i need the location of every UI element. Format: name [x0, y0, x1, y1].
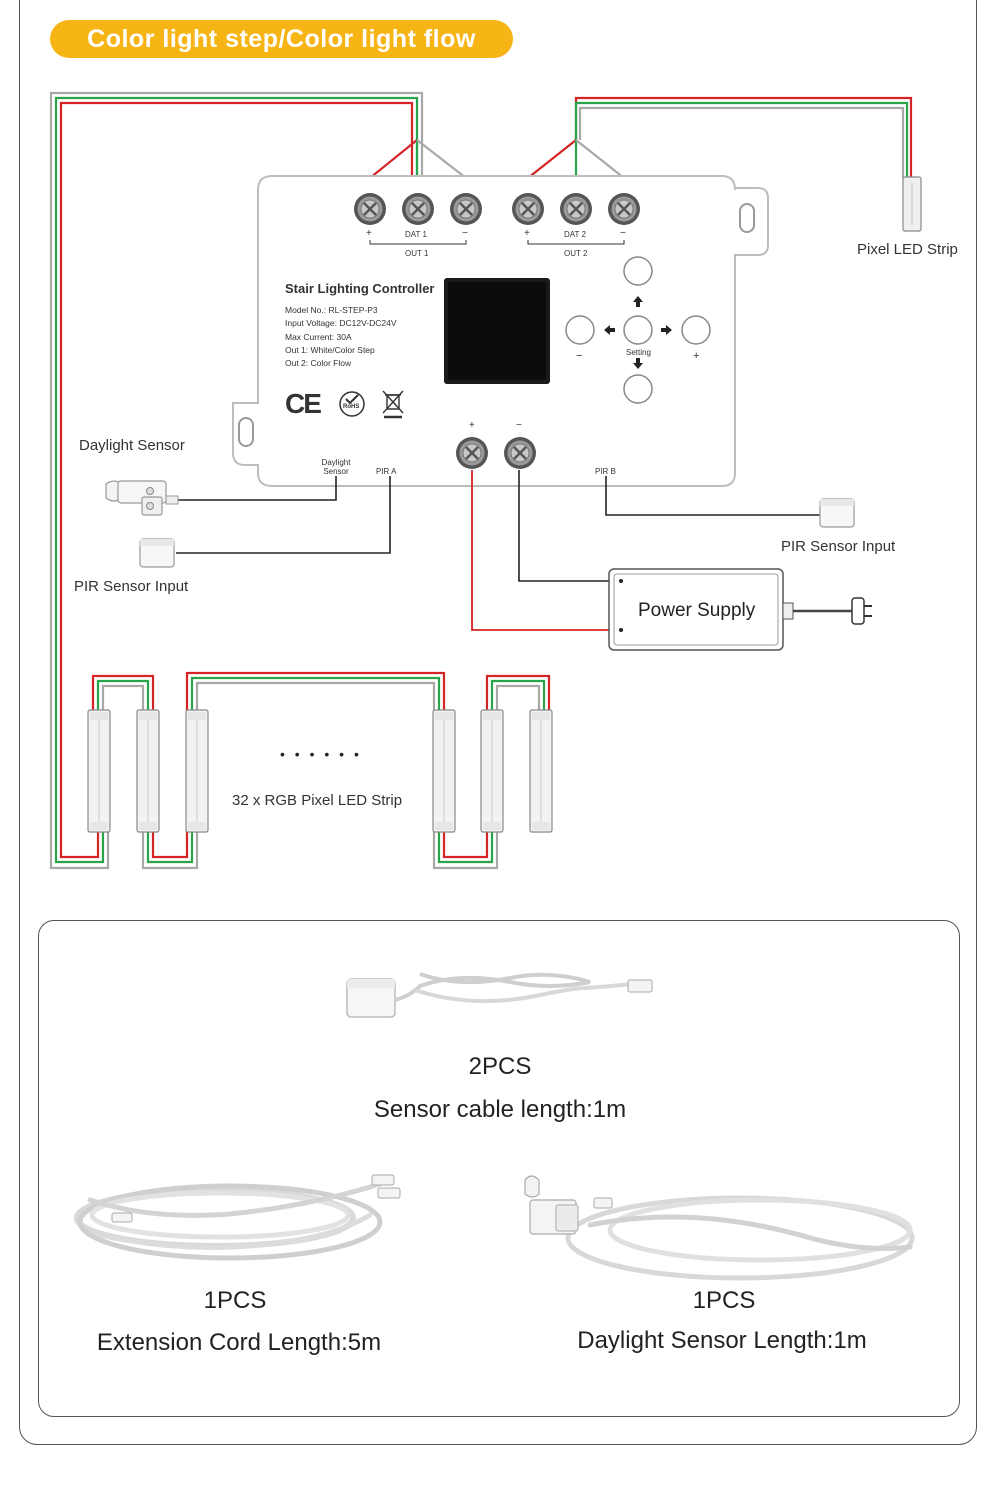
pir-sensor-left [139, 538, 175, 568]
strip-count-label: 32 x RGB Pixel LED Strip [232, 792, 403, 809]
controller-body [232, 175, 769, 487]
out2-minus: − [620, 228, 626, 239]
out1-plus: + [366, 228, 372, 239]
pir-b-label: PIR B [595, 467, 616, 476]
out1-label: OUT 1 [405, 249, 429, 258]
led-strip-chain [91, 671, 551, 870]
arrow-up-icon [633, 296, 643, 307]
rohs-label: RoHS [343, 404, 360, 410]
wire-power-positive [471, 470, 621, 631]
weee-bin-icon [382, 390, 404, 419]
arrow-icons [604, 296, 672, 369]
plus-button-label: + [693, 350, 700, 362]
pir-sensor-left-label: PIR Sensor Input [74, 578, 189, 595]
accessory-desc-extension-cord: Extension Cord Length:5m [96, 1329, 382, 1356]
out1-minus: − [462, 228, 468, 239]
accessory-desc-sensor-cable: Sensor cable length:1m [373, 1096, 627, 1123]
rohs-check-icon [339, 391, 365, 417]
ce-mark-icon: CE [285, 388, 322, 419]
minus-button-label: − [576, 350, 583, 362]
daylight-port-label: Daylight Sensor [321, 458, 351, 476]
pixel-led-strip-label: Pixel LED Strip [857, 241, 958, 258]
accessories-panel [38, 920, 960, 1417]
setting-label: Setting [626, 348, 651, 357]
sensor-cable-image [346, 972, 653, 1018]
pir-sensor-right-label: PIR Sensor Input [781, 538, 896, 555]
wire-out2 [527, 96, 913, 179]
daylight-sensor-device [105, 480, 179, 516]
out2-plus: + [524, 228, 530, 239]
pir-sensor-right [819, 498, 855, 528]
plug-icon [782, 597, 872, 625]
power-supply-label: Power Supply [638, 600, 756, 621]
dat2-label: DAT 2 [564, 230, 586, 239]
daylight-sensor-cable-image [524, 1175, 915, 1281]
input-voltage: Input Voltage: DC12V-DC24V [285, 318, 397, 328]
arrow-down-icon [633, 358, 643, 369]
accessory-qty-daylight-sensor: 1PCS [692, 1287, 756, 1314]
power-plus: + [469, 420, 475, 431]
pir-a-label: PIR A [376, 467, 397, 476]
strip-ellipsis: • • • • • • [280, 746, 362, 762]
power-supply-box [608, 568, 784, 651]
arrow-right-icon [661, 325, 672, 335]
out2-mode: Out 2: Color Flow [285, 358, 352, 368]
control-buttons [565, 256, 711, 404]
page-title: Color light step/Color light flow [50, 20, 513, 58]
out1-mode: Out 1: White/Color Step [285, 345, 375, 355]
dat1-label: DAT 1 [405, 230, 427, 239]
led-strips [87, 709, 553, 833]
accessory-desc-daylight-sensor: Daylight Sensor Length:1m [577, 1327, 867, 1354]
power-minus: − [516, 420, 522, 431]
daylight-sensor-label: Daylight Sensor [79, 437, 185, 454]
pixel-led-strip [902, 176, 922, 232]
extension-cord-image [74, 1174, 401, 1261]
model-number: Model No.: RL-STEP-P3 [285, 305, 378, 315]
wire-daylight [176, 470, 820, 582]
accessory-qty-extension-cord: 1PCS [203, 1287, 267, 1314]
max-current: Max Current: 30A [285, 332, 352, 342]
controller-title: Stair Lighting Controller [285, 281, 435, 296]
accessory-qty-sensor-cable: 2PCS [468, 1053, 532, 1080]
out2-label: OUT 2 [564, 249, 588, 258]
arrow-left-icon [604, 325, 615, 335]
outer-frame [19, 0, 977, 1445]
out-brackets [369, 240, 625, 245]
wire-out1 [49, 91, 467, 870]
